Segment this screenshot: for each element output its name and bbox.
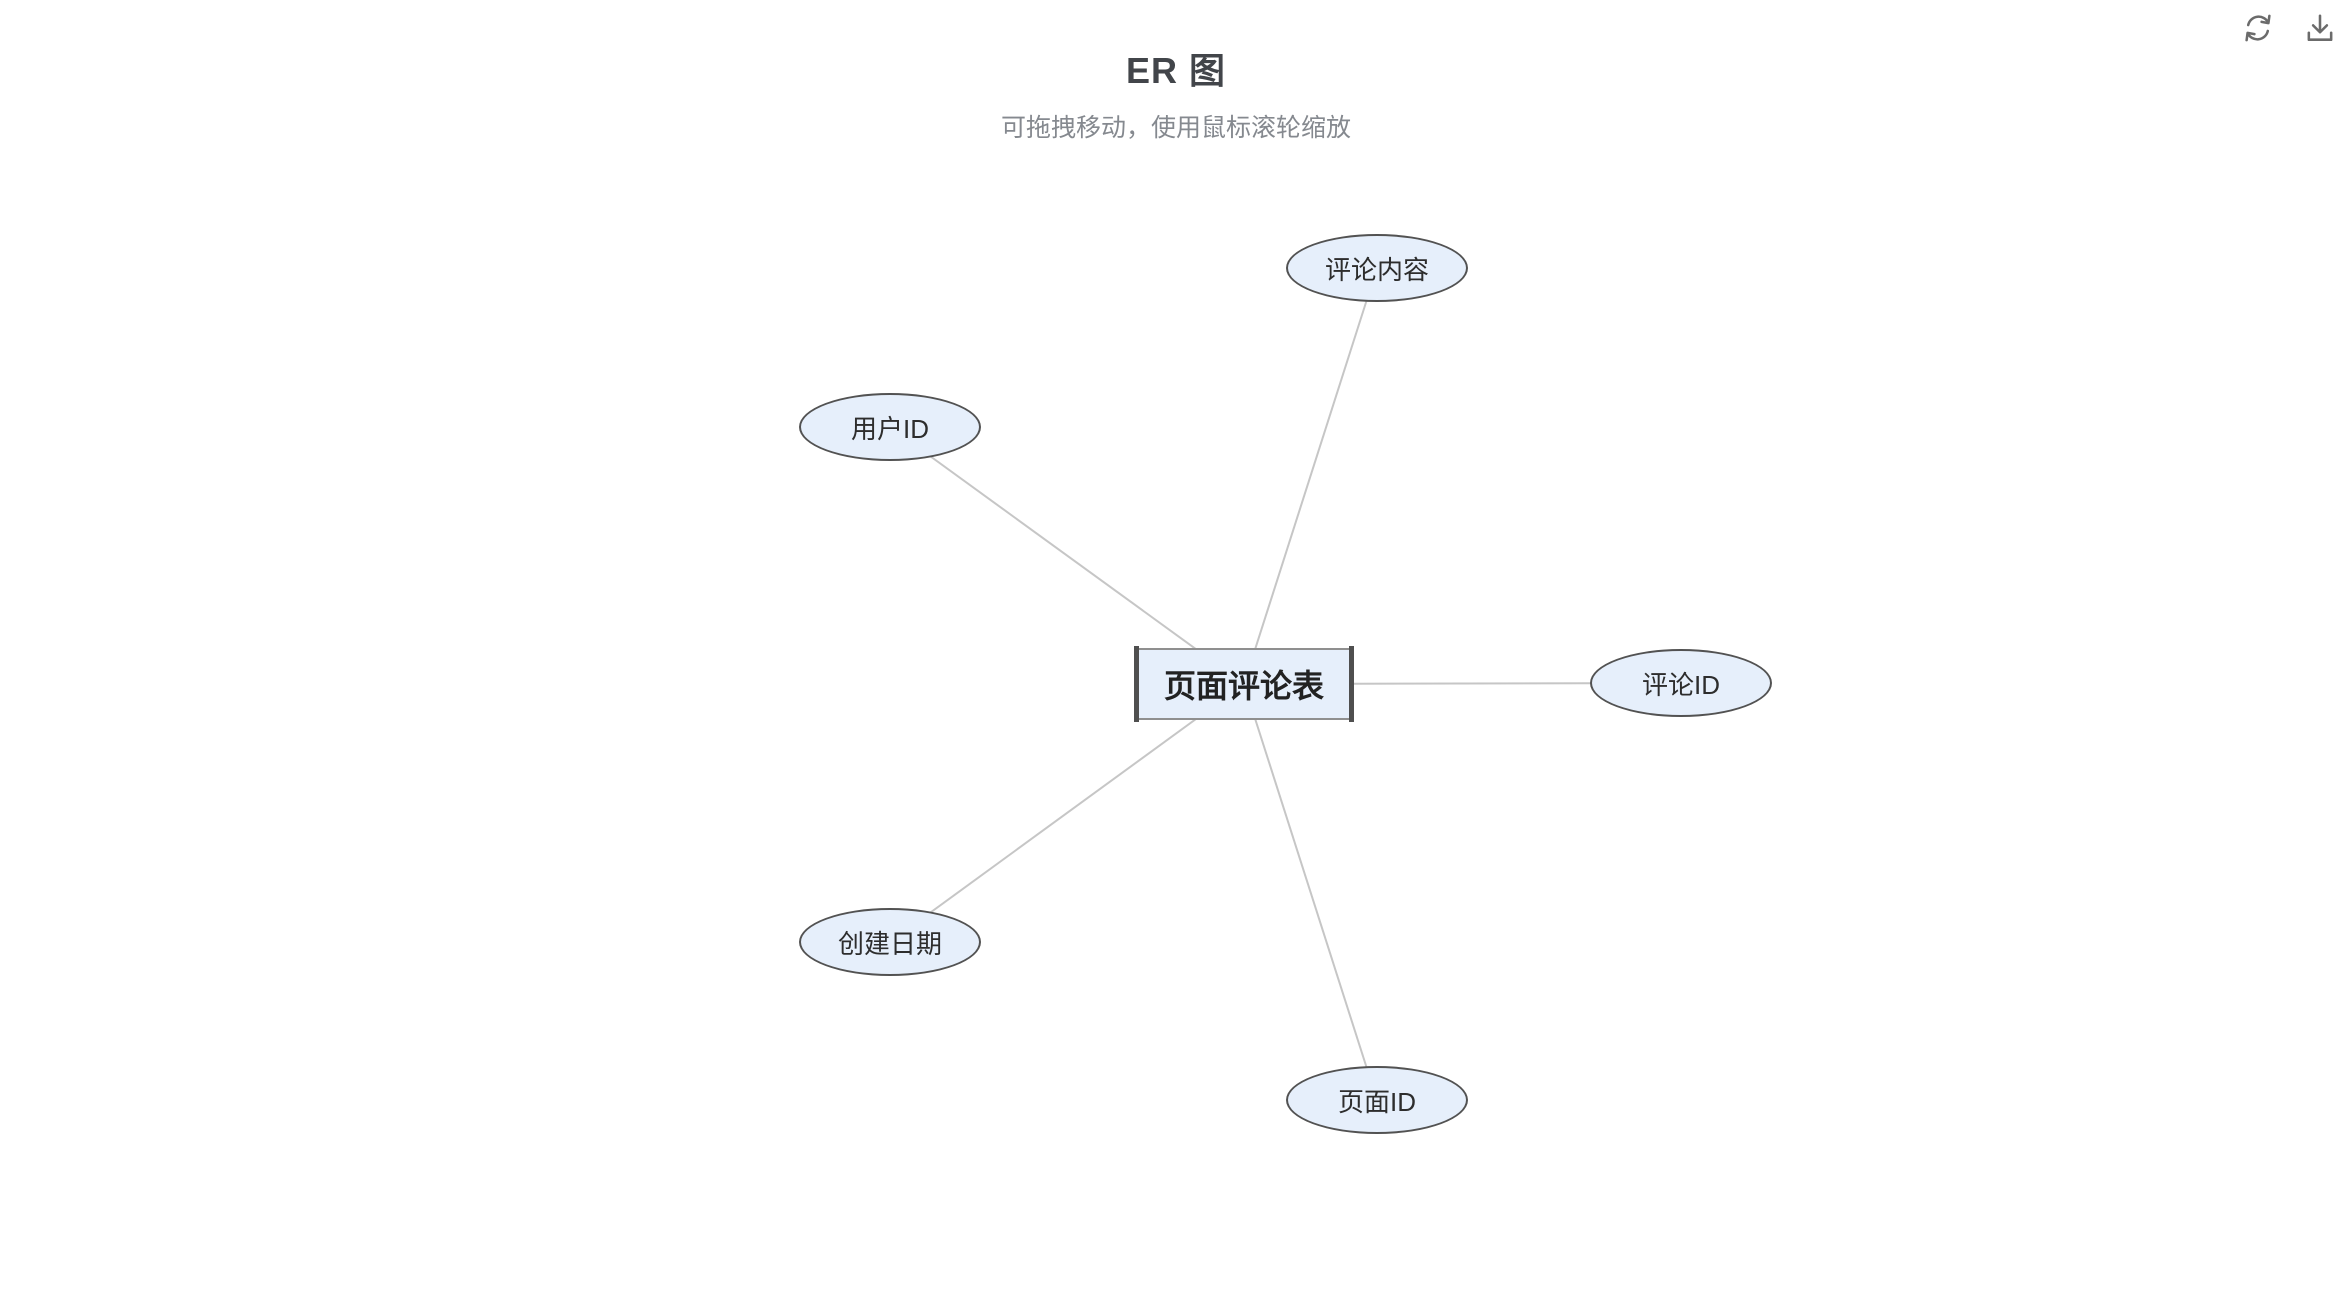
- attribute-label: 用户ID: [850, 413, 929, 444]
- entity-node[interactable]: 页面评论表: [1134, 646, 1354, 722]
- attribute-node[interactable]: 用户ID: [799, 393, 981, 461]
- attribute-node[interactable]: 评论ID: [1590, 649, 1772, 717]
- refresh-icon: [2245, 14, 2271, 42]
- toolbar: [2238, 8, 2340, 48]
- attribute-label: 创建日期: [837, 928, 942, 959]
- refresh-button[interactable]: [2238, 8, 2278, 48]
- attribute-label: 评论ID: [1641, 669, 1720, 700]
- entity-label: 页面评论表: [1163, 668, 1324, 704]
- attribute-node[interactable]: 评论内容: [1286, 234, 1468, 302]
- attribute-label: 页面ID: [1337, 1086, 1416, 1117]
- download-icon: [2307, 14, 2333, 41]
- download-button[interactable]: [2300, 8, 2340, 48]
- attribute-label: 评论内容: [1324, 254, 1429, 285]
- attribute-node[interactable]: 创建日期: [799, 908, 981, 976]
- attribute-node[interactable]: 页面ID: [1286, 1066, 1468, 1134]
